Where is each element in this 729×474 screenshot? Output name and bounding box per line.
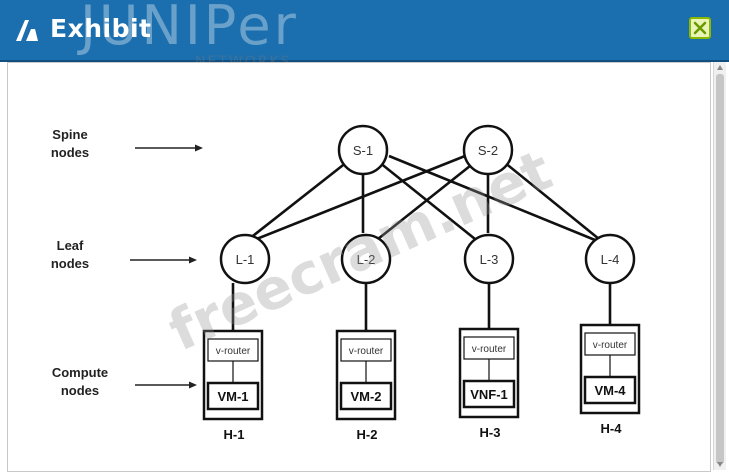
workload-label: VM-2 bbox=[350, 389, 381, 404]
spine-node-label: S-1 bbox=[353, 143, 373, 158]
workload-label: VNF-1 bbox=[470, 387, 508, 402]
exhibit-content: Spine nodes Leaf nodes Compute nodes bbox=[7, 62, 711, 472]
host-label: H-2 bbox=[357, 427, 378, 442]
leaf-node-l4: L-4 bbox=[584, 233, 636, 285]
network-diagram: Spine nodes Leaf nodes Compute nodes bbox=[51, 124, 641, 442]
window-title: Exhibit bbox=[50, 14, 152, 43]
spine-node-s2: S-2 bbox=[462, 124, 514, 176]
arrow-spine bbox=[135, 144, 203, 152]
leaf-node-label: L-3 bbox=[480, 252, 499, 267]
host-label: H-1 bbox=[224, 427, 245, 442]
close-button[interactable] bbox=[689, 17, 711, 39]
vrouter-label: v-router bbox=[349, 346, 384, 357]
title-bar: Exhibit JUNIPer bbox=[0, 0, 729, 62]
host-label: H-4 bbox=[601, 421, 623, 436]
spine-label-line2: nodes bbox=[51, 145, 89, 160]
leaf-node-l2: L-2 bbox=[340, 233, 392, 285]
vrouter-label: v-router bbox=[216, 346, 251, 357]
workload-label: VM-1 bbox=[217, 389, 248, 404]
scroll-up-icon[interactable] bbox=[717, 65, 723, 70]
compute-host-h1: v-router VM-1 H-1 bbox=[202, 329, 264, 442]
leaf-node-label: L-4 bbox=[601, 252, 620, 267]
compute-label-line2: nodes bbox=[61, 383, 99, 398]
leaf-label-line1: Leaf bbox=[57, 238, 84, 253]
compute-host-h2: v-router VM-2 H-2 bbox=[335, 329, 397, 442]
vertical-scrollbar[interactable] bbox=[713, 62, 726, 470]
leaf-label-line2: nodes bbox=[51, 256, 89, 271]
juniper-watermark: JUNIPer bbox=[80, 0, 299, 57]
leaf-node-label: L-2 bbox=[357, 252, 376, 267]
spine-node-s1: S-1 bbox=[337, 124, 389, 176]
compute-host-h3: v-router VNF-1 H-3 bbox=[458, 327, 520, 440]
workload-label: VM-4 bbox=[594, 383, 626, 398]
leaf-node-l1: L-1 bbox=[219, 233, 271, 285]
leaf-node-label: L-1 bbox=[236, 252, 255, 267]
scroll-down-icon[interactable] bbox=[717, 462, 723, 467]
arrow-leaf bbox=[130, 256, 197, 264]
spine-node-label: S-2 bbox=[478, 143, 498, 158]
compute-label-line1: Compute bbox=[52, 365, 108, 380]
exhibit-logo-icon bbox=[16, 20, 38, 41]
leaf-host-links bbox=[231, 283, 612, 331]
close-x-icon bbox=[693, 21, 707, 35]
spine-leaf-links bbox=[248, 154, 600, 242]
leaf-node-l3: L-3 bbox=[463, 233, 515, 285]
scroll-thumb[interactable] bbox=[716, 74, 724, 464]
host-label: H-3 bbox=[480, 425, 501, 440]
vrouter-label: v-router bbox=[593, 340, 628, 351]
spine-label-line1: Spine bbox=[52, 127, 87, 142]
vrouter-label: v-router bbox=[472, 344, 507, 355]
arrow-compute bbox=[135, 381, 197, 389]
compute-host-h4: v-router VM-4 H-4 bbox=[579, 323, 641, 436]
